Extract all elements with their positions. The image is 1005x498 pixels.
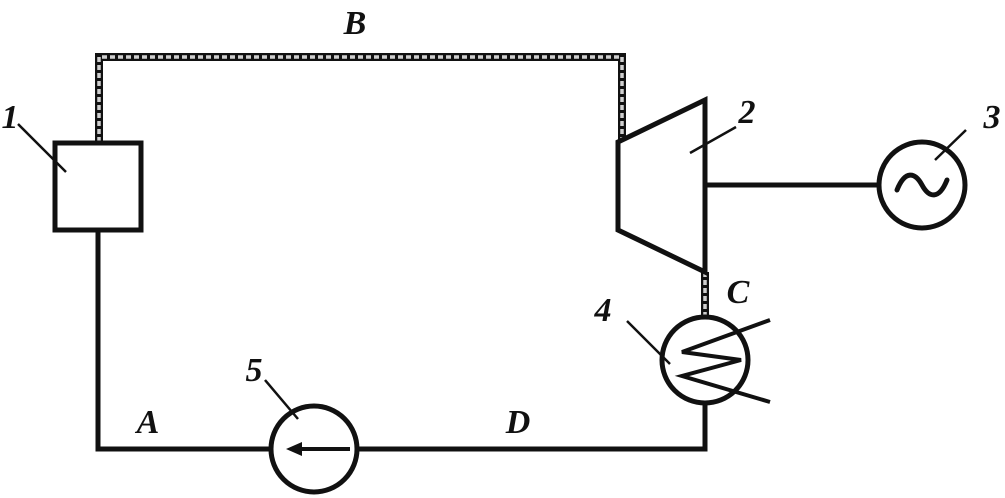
leader-line-3	[934, 129, 967, 161]
component-label-turbine: 2	[738, 94, 756, 131]
pump-symbol	[268, 403, 360, 495]
stream-label-a: A	[135, 404, 160, 441]
steam-line-b	[95, 53, 626, 142]
boiler-box	[52, 140, 144, 233]
coil-zigzag-icon	[674, 318, 771, 404]
leader-line-5	[264, 379, 299, 420]
turbine-shape	[615, 96, 708, 276]
leader-line-4	[626, 320, 671, 365]
leader-line-2	[689, 125, 737, 155]
stream-label-c: C	[727, 274, 750, 311]
sine-wave-icon	[894, 172, 950, 198]
stream-label-b: B	[343, 5, 367, 42]
pump-arrowhead-icon	[286, 442, 302, 456]
stream-label-d: D	[505, 404, 531, 441]
component-label-condenser: 4	[594, 292, 612, 329]
component-label-generator: 3	[983, 99, 1001, 136]
component-label-boiler: 1	[2, 99, 19, 136]
condenser-symbol	[659, 314, 771, 406]
leader-line-1	[17, 123, 67, 173]
liquid-line-d-a	[95, 230, 708, 452]
generator-symbol	[876, 139, 968, 231]
component-label-pump: 5	[246, 352, 263, 389]
